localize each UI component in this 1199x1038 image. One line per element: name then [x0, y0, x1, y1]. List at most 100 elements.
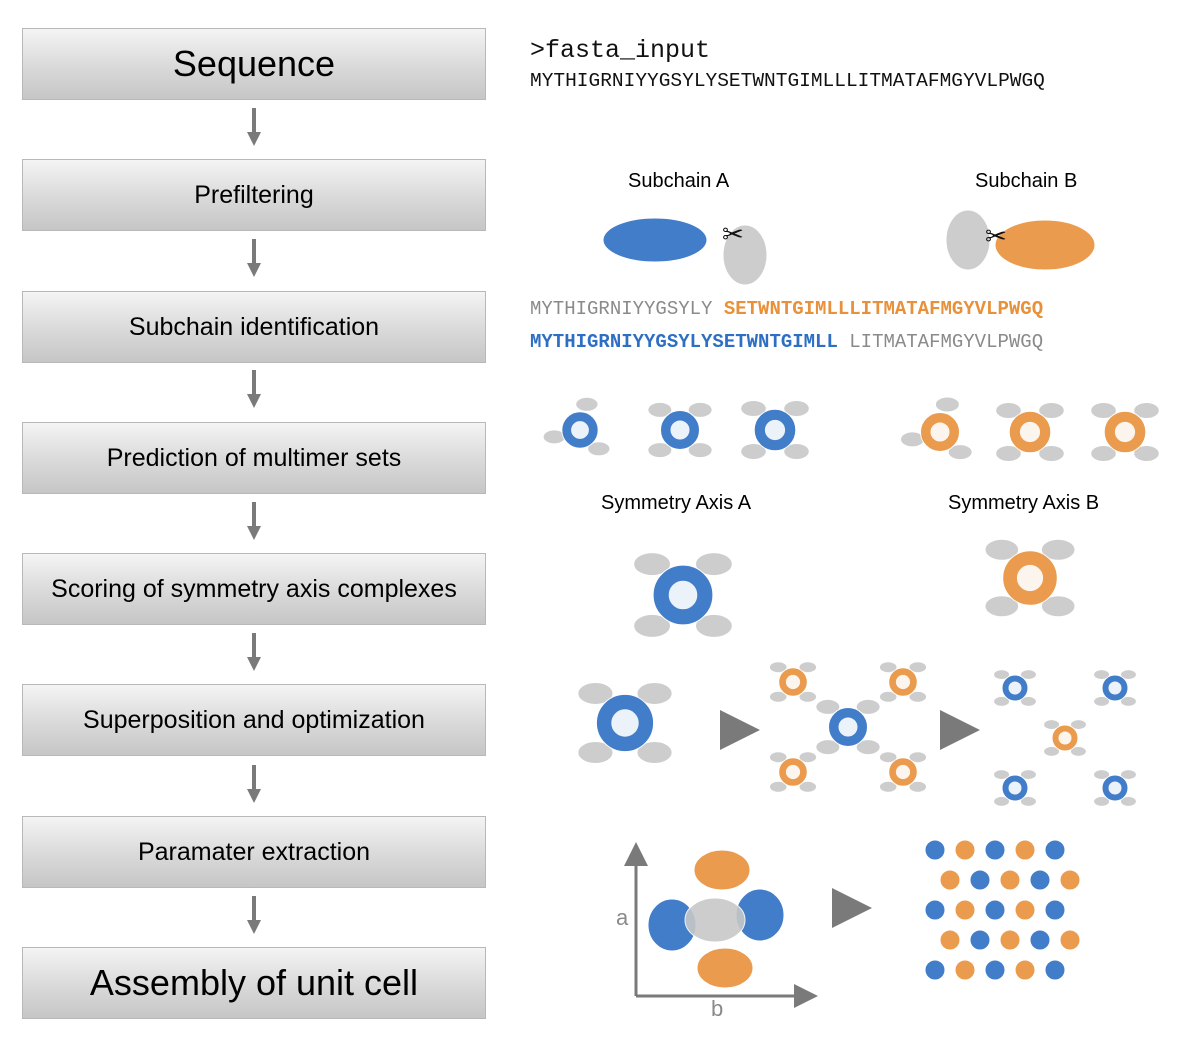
flow-arrow-down-icon: [247, 239, 261, 277]
multimer-b-1-arm: [947, 444, 973, 461]
superposition-step-3-cluster-0-arm: [993, 669, 1011, 681]
symmetry-axis-a-arm: [633, 613, 671, 638]
symmetry-axis-b-arm: [984, 595, 1020, 618]
lattice-cell: [1014, 959, 1036, 981]
superposition-step-2-orange-1-arm: [878, 690, 898, 703]
superposition-step-3-cluster-4-arm: [1069, 745, 1087, 757]
superposition-step-2-orange-0-arm: [798, 690, 818, 703]
flow-arrow-down-icon: [247, 633, 261, 671]
superposition-step-1-arm: [636, 741, 673, 765]
superposition-step-3-cluster-0-pore: [1008, 681, 1022, 695]
multimer-a-2-pore: [670, 420, 690, 440]
superposition-step-3-cluster-1-arm: [1119, 695, 1137, 707]
multimer-b-2-arm: [1038, 402, 1065, 420]
multimer-b-2-arm: [995, 402, 1022, 420]
superposition-step-3-cluster-2-pore: [1008, 781, 1022, 795]
superposition-step-1-arm: [577, 741, 614, 765]
step-label: Paramater extraction: [137, 837, 371, 866]
subchain-a-grey-domain: [722, 224, 768, 286]
unit-cell-orange-bottom: [696, 947, 754, 989]
lattice-cell: [984, 899, 1006, 921]
lattice-cell: [984, 959, 1006, 981]
superposition-step-3-cluster-4-arm: [1043, 719, 1061, 731]
superposition-step-2-orange-2-arm: [798, 780, 818, 793]
step-label: Subchain identification: [128, 312, 380, 341]
subchain-a-label: Subchain A: [628, 170, 730, 192]
lattice-cell: [1044, 839, 1066, 861]
superposition-step-3-cluster-4-pore: [1058, 731, 1072, 745]
multimer-a-3-arm: [783, 400, 810, 418]
flow-arrow-down-icon: [247, 896, 261, 934]
lattice-cell: [999, 869, 1021, 891]
step-label: Sequence: [172, 43, 336, 84]
sequence-grey-part: LITMATAFMGYVLPWGQ: [849, 331, 1044, 353]
superposition-step-3-cluster-2-arm: [993, 795, 1011, 807]
multimer-b-3-arm: [1090, 402, 1117, 420]
multimer-b-3-arm: [1090, 444, 1117, 462]
superposition-step-2-orange-1-arm: [908, 661, 928, 674]
multimer-b-2-arm: [1038, 444, 1065, 462]
superposition-step-2-orange-1-arm: [878, 661, 898, 674]
multimer-a-1-pore: [571, 421, 589, 439]
superposition-step-3-cluster-2-arm: [993, 769, 1011, 781]
superposition-step-2-orange-2-arm: [768, 751, 788, 764]
lattice-cell: [999, 929, 1021, 951]
multimer-b-1-arm: [934, 396, 960, 413]
superposition-step-3-cluster-1-arm: [1119, 669, 1137, 681]
superposition-step-2-orange-0-pore: [785, 674, 801, 690]
symmetry-axis-b-arm: [1040, 595, 1076, 618]
multimer-b-2-arm: [995, 444, 1022, 462]
subchain-a-blue-domain: [602, 217, 708, 263]
flow-arrow-down-icon: [247, 370, 261, 408]
step-prediction-multimer-sets: Prediction of multimer sets: [22, 422, 486, 494]
multimer-a-3-arm: [740, 442, 767, 460]
superposition-step-3-cluster-3-pore: [1108, 781, 1122, 795]
lattice-cell: [924, 899, 946, 921]
step-label: Scoring of symmetry axis complexes: [51, 574, 457, 603]
lattice-cell: [1059, 869, 1081, 891]
superposition-step-2-orange-3-arm: [908, 780, 928, 793]
symmetry-axis-b-label: Symmetry Axis B: [948, 492, 1100, 514]
lattice-cell: [969, 869, 991, 891]
step-label: Assembly of unit cell: [89, 962, 419, 1003]
superposition-step-3-cluster-0-arm: [1019, 669, 1037, 681]
step-label: Prediction of multimer sets: [106, 443, 402, 472]
multimer-b-3-arm: [1133, 402, 1160, 420]
superposition-step-2-orange-0-arm: [768, 690, 788, 703]
step-parameter-extraction: Paramater extraction: [22, 816, 486, 888]
step-label: Prefiltering: [194, 180, 314, 209]
step-sequence: Sequence: [22, 28, 486, 100]
superposition-step-3-cluster-3-arm: [1093, 795, 1111, 807]
step-label: Superposition and optimization: [83, 705, 425, 734]
superposition-step-2-orange-0-arm: [768, 661, 788, 674]
superposition-step-3-cluster-1-arm: [1093, 695, 1111, 707]
lattice-cell: [1029, 929, 1051, 951]
step-assembly-unit-cell: Assembly of unit cell: [22, 947, 486, 1019]
multimer-a-2-arm: [647, 442, 673, 459]
superposition-step-2-orange-2-arm: [768, 780, 788, 793]
step-scoring-symmetry-axis: Scoring of symmetry axis complexes: [22, 553, 486, 625]
multimer-a-2-arm: [647, 401, 673, 418]
lattice-cell: [924, 959, 946, 981]
multimer-a-3-arm: [783, 442, 810, 460]
lattice-cell: [954, 899, 976, 921]
lattice-cell: [969, 929, 991, 951]
sequence-grey-part: MYTHIGRNIYYGSYLY: [530, 298, 713, 320]
superposition-step-2-center-arm: [815, 698, 841, 715]
superposition-step-2-orange-3-arm: [878, 780, 898, 793]
symmetry-axis-a-arm: [695, 552, 733, 577]
superposition-step-2-orange-3-arm: [878, 751, 898, 764]
superposition-step-2-orange-1-pore: [895, 674, 911, 690]
lattice-cell: [1044, 959, 1066, 981]
superposition-step-3-cluster-4-arm: [1069, 719, 1087, 731]
flow-arrow-down-icon: [247, 502, 261, 540]
lattice-cell: [1029, 869, 1051, 891]
scissors-icon: ✂: [985, 222, 1007, 252]
superposition-step-2-orange-2-arm: [798, 751, 818, 764]
multimer-a-1-arm: [587, 441, 611, 457]
multimer-a-3-arm: [740, 400, 767, 418]
superposition-step-3-cluster-1-arm: [1093, 669, 1111, 681]
subchain-b-grey-domain: [945, 209, 991, 271]
lattice-cell: [1044, 899, 1066, 921]
multimer-b-2-pore: [1019, 421, 1041, 443]
